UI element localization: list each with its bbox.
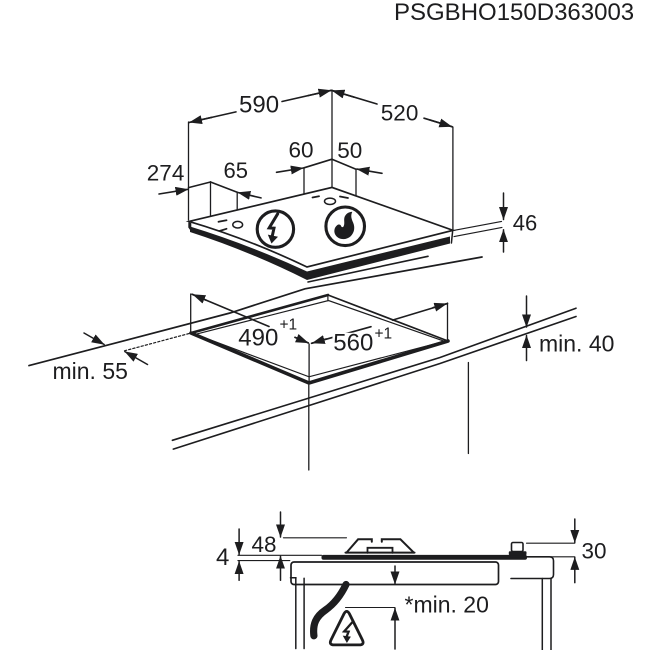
- svg-text:274: 274: [147, 161, 185, 186]
- svg-text:65: 65: [224, 158, 248, 183]
- svg-text:60: 60: [289, 138, 314, 163]
- svg-text:4: 4: [216, 544, 229, 571]
- svg-text:30: 30: [582, 539, 607, 564]
- svg-text:PSGBHO150D363003: PSGBHO150D363003: [394, 0, 634, 26]
- svg-text:560: 560: [333, 330, 373, 357]
- svg-text:50: 50: [337, 138, 362, 163]
- svg-text:590: 590: [239, 91, 279, 118]
- svg-text:46: 46: [513, 211, 537, 236]
- svg-text:min. 40: min. 40: [539, 331, 614, 357]
- svg-text:min. 55: min. 55: [53, 358, 128, 384]
- svg-text:490: 490: [238, 324, 278, 351]
- svg-text:48: 48: [252, 532, 277, 557]
- svg-text:*min. 20: *min. 20: [405, 592, 489, 618]
- svg-text:520: 520: [381, 101, 419, 126]
- svg-text:+1: +1: [280, 317, 298, 334]
- svg-text:+1: +1: [375, 326, 393, 343]
